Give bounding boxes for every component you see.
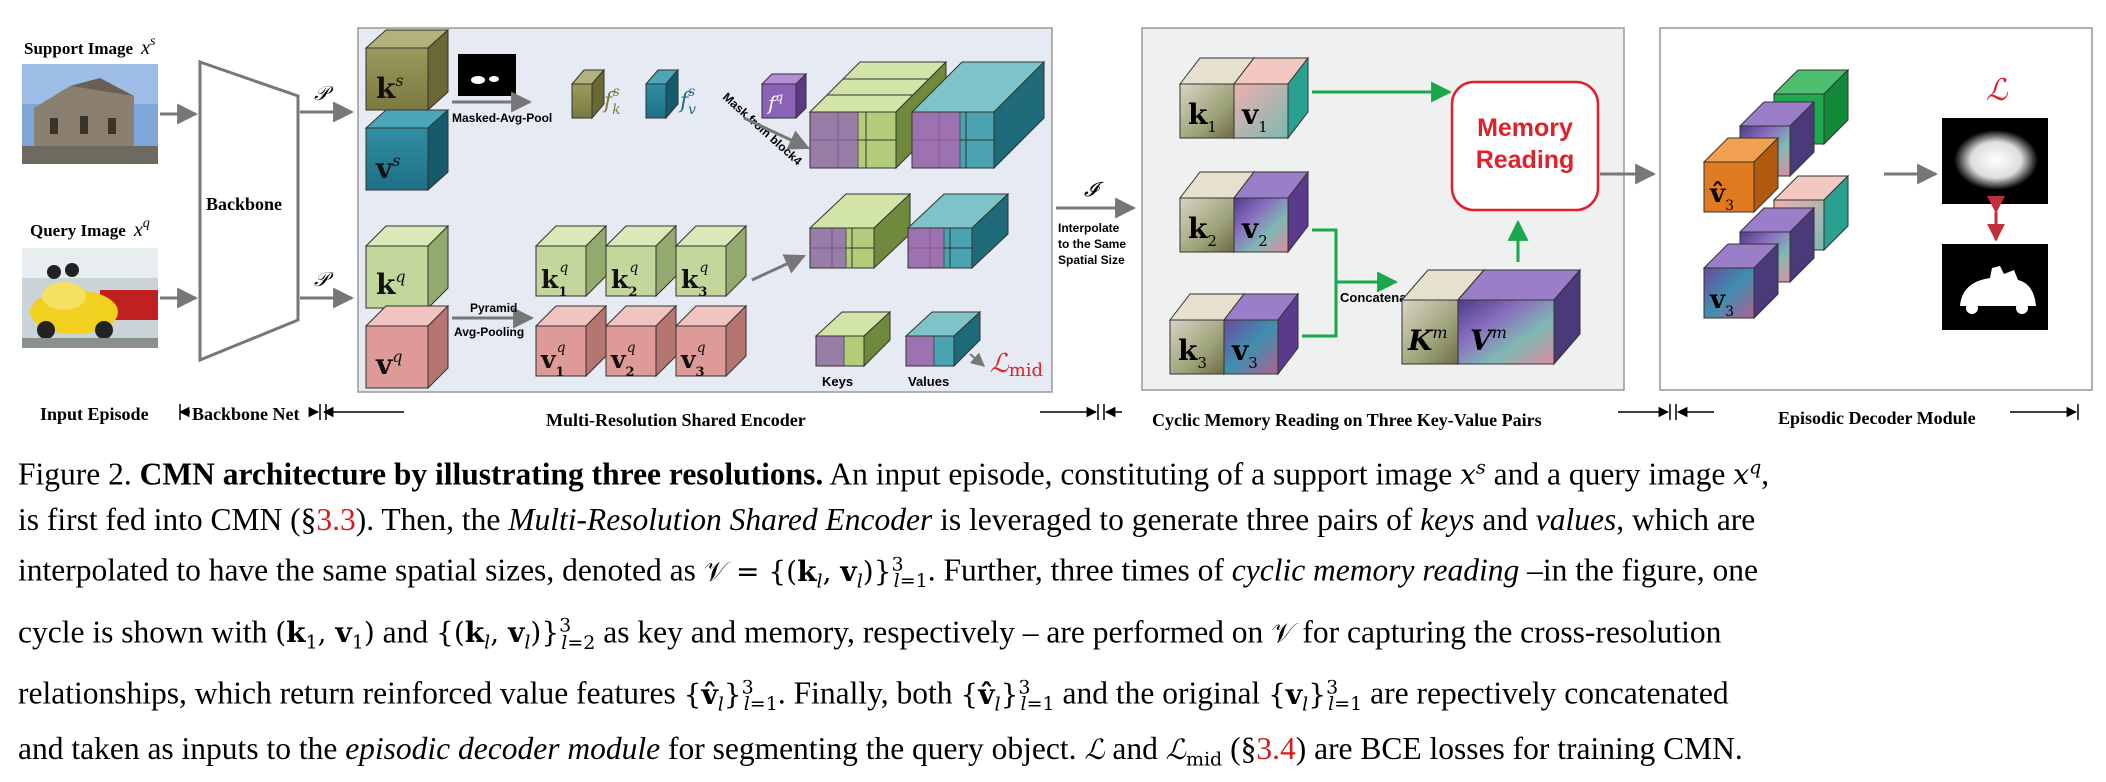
svg-text:k3: k3	[1178, 334, 1207, 372]
svg-text:v3: v3	[1709, 285, 1734, 320]
caption-line-3: interpolated to have the same spatial si…	[18, 552, 1759, 593]
svg-text:k2q: k2q	[611, 260, 638, 300]
svg-text:v1: v1	[1241, 98, 1268, 136]
caption-line-1: Figure 2. CMN architecture by illustrati…	[18, 456, 1770, 492]
cube-v2: v2	[1232, 170, 1310, 254]
cube-fq: fq	[760, 72, 808, 120]
svg-text:v1q: v1q	[540, 340, 566, 380]
caption-line-6: and taken as inputs to the episodic deco…	[18, 730, 1743, 771]
grid-cube-value-medium	[906, 192, 1010, 270]
svg-text:v3: v3	[1231, 334, 1258, 372]
interp-label-1: Interpolate	[1058, 221, 1120, 235]
ref-3-3-link[interactable]: 3.3	[316, 501, 356, 537]
cube-v1: v1	[1232, 56, 1310, 140]
section-decoder: Episodic Decoder Module	[1778, 408, 1976, 428]
svg-text:k2: k2	[1188, 212, 1217, 250]
cube-kq: kq	[364, 224, 450, 310]
interp-label-2: to the Same	[1058, 237, 1126, 251]
svg-text:vs: vs	[375, 151, 401, 185]
cube-v3q: v3q	[674, 304, 748, 380]
loss-label: ℒ	[1986, 73, 2009, 108]
section-backbone-net: Backbone Net	[192, 404, 300, 424]
cube-vm: Vm	[1456, 268, 1582, 366]
cube-vq: vq	[364, 304, 450, 390]
to-grids-arrow	[751, 254, 806, 282]
caption-line-5: relationships, which return reinforced v…	[18, 675, 1729, 716]
svg-text:Km: Km	[1407, 323, 1448, 357]
svg-text:fks: fks	[602, 84, 621, 118]
cube-v3: v3	[1222, 292, 1300, 376]
grid-cube-key-small	[814, 310, 892, 368]
masked-avg-pool-label: Masked-Avg-Pool	[452, 111, 552, 125]
lmid-arrow	[969, 352, 986, 367]
pyramid-label-2: Avg-Pooling	[454, 325, 524, 339]
section-input-episode: Input Episode	[40, 404, 149, 424]
values-label: Values	[908, 374, 949, 389]
predicted-mask	[1942, 118, 2048, 204]
svg-text:kq: kq	[376, 267, 406, 301]
svg-text:vq: vq	[375, 347, 403, 381]
concatenate-bracket	[1302, 228, 1396, 338]
interp-label-3: Spatial Size	[1058, 253, 1125, 267]
ref-3-4-link[interactable]: 3.4	[1256, 730, 1296, 766]
cube-v2q: v2q	[604, 304, 678, 380]
backbone-label: Backbone	[206, 194, 282, 214]
interp-symbol: 𝓘	[1084, 177, 1104, 201]
section-encoder: Multi-Resolution Shared Encoder	[546, 410, 806, 430]
figure-caption: Figure 2. CMN architecture by illustrati…	[18, 446, 2090, 782]
grid-cube-key-large	[808, 60, 948, 170]
grid-cube-value-small	[904, 310, 982, 368]
p-symbol-bottom: 𝒫	[314, 267, 334, 291]
keys-label: Keys	[822, 374, 853, 389]
svg-text:k3q: k3q	[681, 260, 708, 300]
support-mask-thumbnail	[458, 54, 516, 96]
cube-fv: fvs	[644, 68, 696, 120]
cube-dv3: v3	[1702, 242, 1780, 320]
svg-text:v2: v2	[1241, 212, 1268, 250]
cube-k3q: k3q	[674, 224, 748, 300]
backbone-trapezoid	[198, 59, 300, 363]
caption-line-2: is first fed into CMN (§3.3). Then, the …	[18, 501, 1756, 537]
memory-reading-label-1: Memory	[1477, 114, 1573, 142]
cube-vhat3: v̂3	[1702, 136, 1780, 214]
section-cyclic: Cyclic Memory Reading on Three Key-Value…	[1152, 410, 1542, 430]
grid-cube-value-large	[910, 60, 1046, 170]
svg-text:v3q: v3q	[680, 340, 706, 380]
svg-text:k1: k1	[1188, 98, 1217, 136]
lmid-label: ℒmid	[990, 349, 1043, 381]
pyramid-label-1: Pyramid	[470, 301, 517, 315]
caption-line-4: cycle is shown with (k1, v1) and {(kl, v…	[18, 614, 1722, 654]
svg-text:fvs: fvs	[678, 84, 696, 118]
grid-cube-key-medium	[808, 192, 912, 270]
ground-truth-mask	[1942, 244, 2048, 330]
cube-ks: ks	[364, 28, 450, 112]
svg-text:ks: ks	[376, 71, 404, 105]
memory-reading-box	[1450, 80, 1600, 212]
cube-fk: fks	[570, 68, 621, 120]
svg-text:v̂3: v̂3	[1709, 179, 1734, 214]
cube-k2q: k2q	[604, 224, 678, 300]
svg-text:v2q: v2q	[610, 340, 636, 380]
cube-k1q: k1q	[534, 224, 608, 300]
cube-v1q: v1q	[534, 304, 608, 380]
svg-text:Vm: Vm	[1470, 323, 1507, 357]
query-image	[22, 248, 158, 348]
support-image	[22, 64, 158, 164]
svg-text:k1q: k1q	[541, 260, 568, 300]
mask-from-block4-arrow	[743, 116, 810, 150]
cube-vs: vs	[364, 108, 450, 192]
memory-reading-label-2: Reading	[1476, 146, 1575, 174]
p-symbol-top: 𝒫	[314, 81, 334, 105]
concatenate-label: Concatenate	[1340, 290, 1418, 305]
